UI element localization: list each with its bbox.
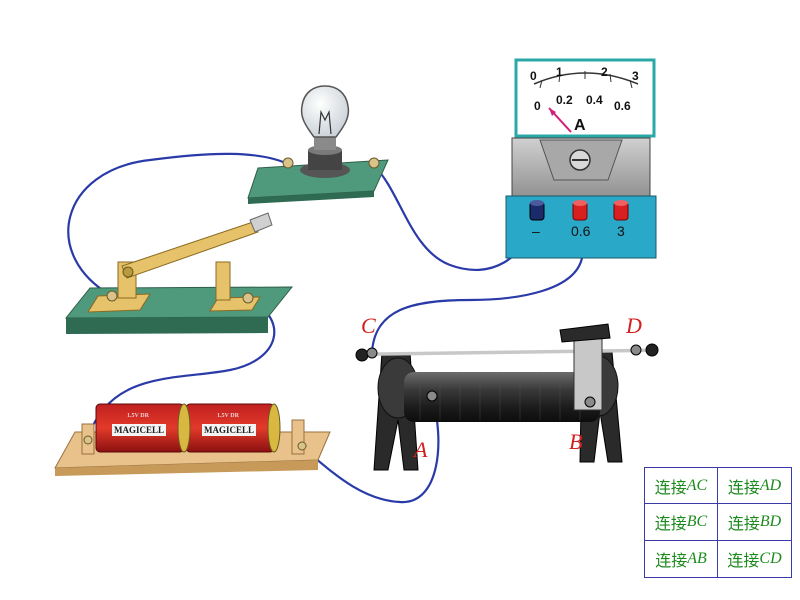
wire-battery-to-A [300, 395, 440, 504]
wire-switch-to-battery [86, 296, 276, 440]
option-AD-prefix: 连接 [727, 479, 760, 497]
wire-ammeter-to-C [370, 256, 584, 354]
scale-top-1: 1 [556, 65, 563, 79]
scale-top-0: 0 [530, 69, 537, 83]
terminal-label-0.6: 0.6 [571, 223, 591, 239]
knife-switch[interactable] [64, 212, 294, 334]
battery-brand-2: MAGICELL [204, 425, 254, 435]
option-CD-ends: CD [759, 549, 782, 567]
battery-small-1: 1.5V DR [127, 413, 150, 419]
terminal-D[interactable] [630, 344, 642, 356]
resistance-coil [404, 372, 600, 422]
option-CD-prefix: 连接 [727, 552, 760, 570]
label-A: A [412, 437, 428, 462]
wires [67, 152, 584, 504]
option-BD-prefix: 连接 [727, 515, 760, 533]
battery-brand-1: MAGICELL [114, 425, 164, 435]
ammeter-terminal-0.6[interactable] [572, 200, 588, 221]
terminal-label-negative: – [532, 223, 540, 239]
scale-top-2: 2 [601, 65, 608, 79]
option-AB-prefix: 连接 [655, 552, 688, 570]
terminal-B[interactable] [584, 396, 596, 408]
option-AC-prefix: 连接 [654, 479, 687, 497]
ammeter-terminal-negative[interactable] [529, 200, 545, 221]
scale-bottom-2: 0.4 [586, 93, 603, 107]
scale-bottom-3: 0.6 [614, 99, 631, 113]
ammeter-terminal-3[interactable] [613, 200, 629, 221]
option-BC-prefix: 连接 [654, 515, 687, 533]
option-BC-ends: BC [686, 512, 708, 530]
terminal-label-3: 3 [617, 223, 625, 239]
option-AD-ends: AD [759, 476, 782, 494]
terminal-C[interactable] [366, 347, 378, 359]
option-AB-ends: AB [687, 549, 707, 567]
metal-rod [365, 348, 651, 356]
option-AC-ends: AC [686, 476, 708, 494]
scale-bottom-1: 0.2 [556, 93, 573, 107]
ammeter[interactable]: 0 1 2 3 0 0.2 0.4 0.6 A – 0.6 3 [505, 58, 657, 259]
label-C: C [361, 313, 376, 338]
battery-pack[interactable]: MAGICELL MAGICELL 1.5V DR 1.5V DR [54, 403, 331, 476]
wire-switch-to-bulb [67, 152, 292, 298]
battery-small-2: 1.5V DR [217, 413, 240, 419]
option-BD-ends: BD [759, 512, 782, 530]
label-B: B [569, 429, 582, 454]
sliding-rheostat[interactable] [355, 323, 659, 471]
light-bulb[interactable] [247, 85, 389, 204]
meter-unit: A [574, 117, 586, 134]
scale-bottom-0: 0 [534, 99, 541, 113]
label-D: D [625, 313, 642, 338]
scale-top-3: 3 [632, 69, 639, 83]
terminal-A[interactable] [426, 390, 438, 402]
